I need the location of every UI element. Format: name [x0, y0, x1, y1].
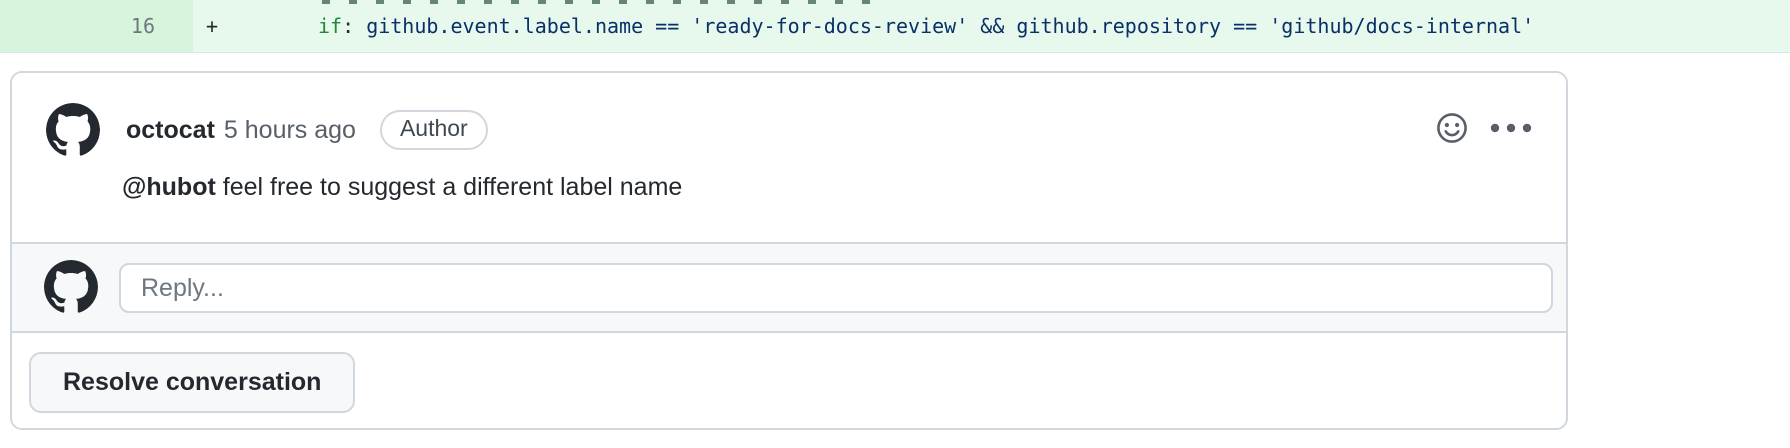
mention-link[interactable]: @hubot	[122, 173, 216, 201]
comment-body: @hubot feel free to suggest a different …	[122, 173, 682, 202]
code-keyword: if	[318, 14, 343, 38]
add-reaction-button[interactable]	[1436, 112, 1468, 144]
comment-actions	[1436, 112, 1532, 144]
code-separator: :	[342, 14, 367, 38]
resolve-area: Resolve conversation	[12, 333, 1566, 428]
reply-area	[12, 242, 1566, 333]
kebab-horizontal-icon	[1490, 123, 1532, 133]
resolve-conversation-button[interactable]: Resolve conversation	[29, 352, 356, 413]
comment: octocat 5 hours ago Author	[12, 73, 1566, 242]
reply-input[interactable]	[119, 263, 1553, 313]
github-octocat-mark-icon	[46, 103, 100, 156]
author-avatar[interactable]	[46, 103, 100, 157]
comment-header: octocat 5 hours ago Author	[126, 103, 488, 157]
current-user-avatar[interactable]	[44, 260, 98, 314]
author-role-badge: Author	[379, 110, 488, 150]
clipped-previous-line-fragment	[322, 0, 887, 4]
code-expression: github.event.label.name == 'ready-for-do…	[366, 14, 1535, 38]
review-thread-card: octocat 5 hours ago Author	[10, 71, 1568, 430]
comment-body-text: feel free to suggest a different label n…	[215, 173, 683, 201]
smiley-icon	[1437, 113, 1467, 143]
comment-timestamp[interactable]: 5 hours ago	[223, 115, 356, 144]
diff-code-text: if: github.event.label.name == 'ready-fo…	[318, 0, 1534, 52]
comment-menu-button[interactable]	[1490, 123, 1532, 133]
diff-addition-line: 16 + if: github.event.label.name == 'rea…	[0, 0, 1790, 53]
diff-line-number[interactable]: 16	[0, 0, 193, 52]
author-name[interactable]: octocat	[126, 115, 215, 144]
github-octocat-mark-icon	[44, 260, 98, 313]
diff-change-marker: +	[206, 14, 219, 38]
